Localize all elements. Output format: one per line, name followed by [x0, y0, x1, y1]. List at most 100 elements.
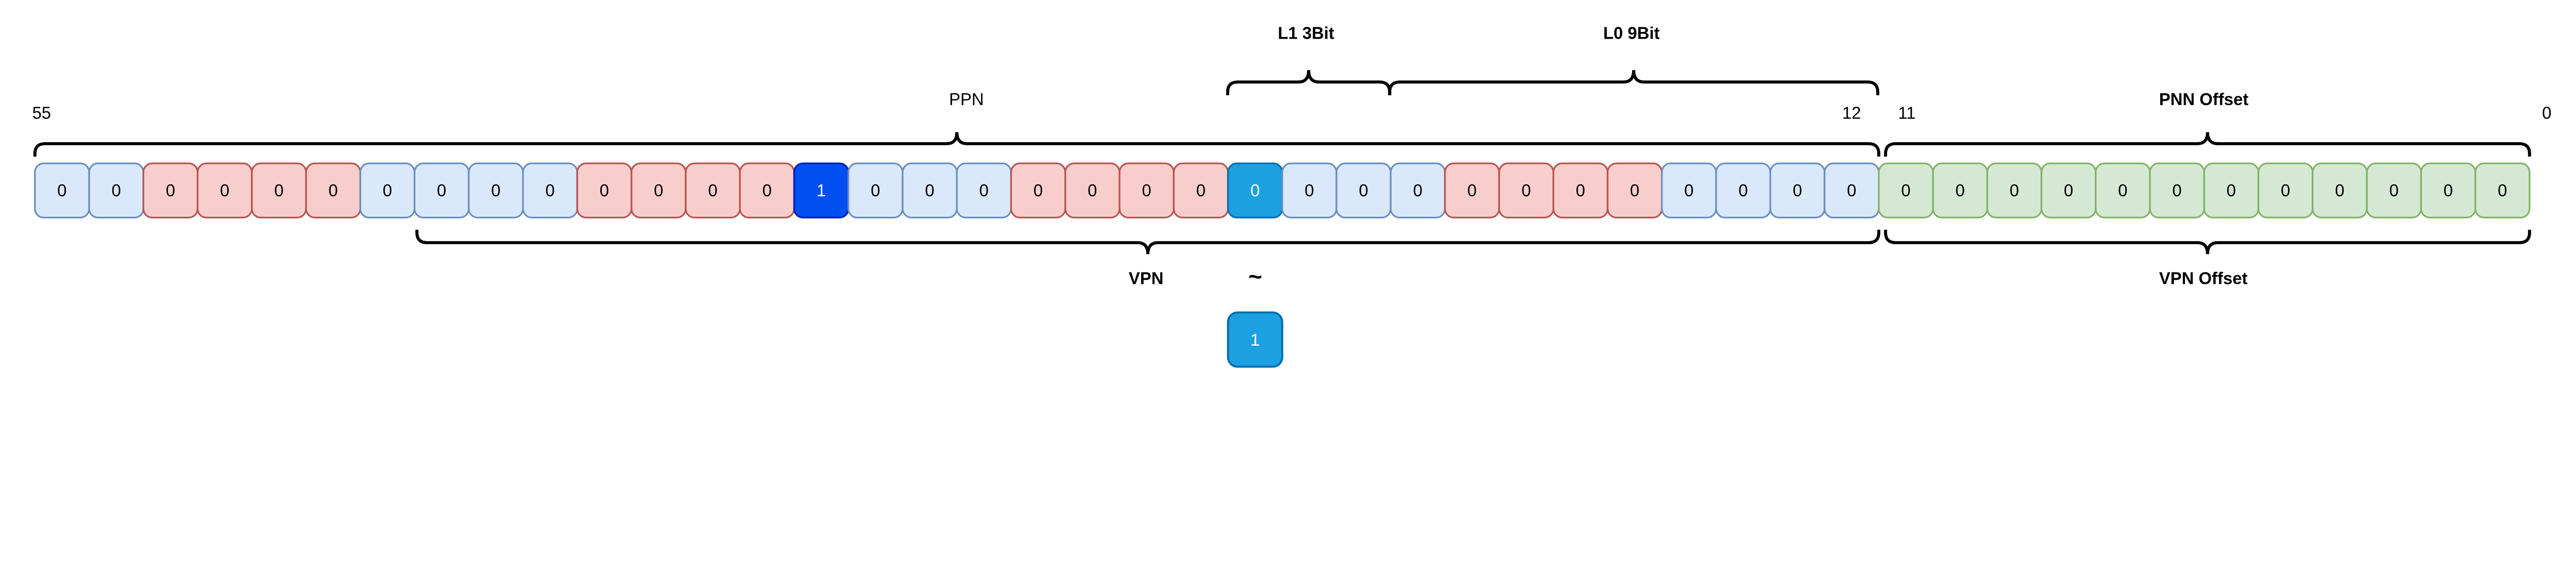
pnn-offset-brace — [1884, 132, 2531, 157]
bit-value: 0 — [1033, 181, 1043, 200]
bit-value: 0 — [1738, 181, 1748, 200]
not-operator: ~ — [1248, 263, 1262, 290]
bit-value: 0 — [1413, 181, 1422, 200]
bit-value: 0 — [57, 181, 66, 200]
bit-index-11: 11 — [1898, 103, 1916, 122]
vpn-brace — [415, 230, 1880, 254]
bit-cell: 0 — [1444, 162, 1500, 219]
bit-value: 0 — [1304, 181, 1314, 200]
bit-value: 0 — [2227, 181, 2236, 200]
bit-cell: 0 — [2257, 162, 2314, 219]
vpn-offset-label: VPN Offset — [2159, 268, 2248, 287]
l1-brace — [1226, 70, 1392, 95]
ppn-brace — [33, 132, 1880, 157]
bit-cell: 0 — [1552, 162, 1609, 219]
l0-brace — [1388, 70, 1879, 95]
bit-index-0: 0 — [2542, 103, 2551, 122]
bit-value: 0 — [1196, 181, 1206, 200]
bit-cell: 0 — [1932, 162, 1988, 219]
bit-cell: 0 — [1823, 162, 1880, 219]
bit-value: 0 — [2281, 181, 2290, 200]
bit-cell: 0 — [1606, 162, 1663, 219]
bit-cell: 0 — [1010, 162, 1066, 219]
bit-value: 1 — [817, 181, 826, 200]
ppn-label: PPN — [949, 90, 984, 109]
bit-value: 0 — [2064, 181, 2073, 200]
bit-cell: 0 — [2312, 162, 2368, 219]
bit-cell: 0 — [359, 162, 416, 219]
bit-value: 0 — [166, 181, 175, 200]
bit-cell: 0 — [2366, 162, 2422, 219]
bit-cell: 0 — [2474, 162, 2531, 219]
bit-index-12: 12 — [1842, 103, 1861, 122]
bit-cell: 0 — [2040, 162, 2097, 219]
bit-value: 0 — [2335, 181, 2344, 200]
bit-value: 0 — [1521, 181, 1531, 200]
bit-value: 0 — [2444, 181, 2453, 200]
bit-cell: 0 — [2203, 162, 2260, 219]
vpn-offset-brace — [1884, 230, 2531, 254]
bit-cell: 1 — [793, 162, 850, 219]
bit-cell: 0 — [1389, 162, 1446, 219]
bit-cell: 0 — [88, 162, 144, 219]
bit-cell: 0 — [902, 162, 958, 219]
bit-cell: 0 — [196, 162, 253, 219]
bit-cell: 0 — [1227, 162, 1283, 219]
bit-cell: 0 — [1660, 162, 1717, 219]
l1-label: L1 3Bit — [1278, 24, 1334, 43]
result-bit-box — [1227, 311, 1283, 368]
bit-cell: 0 — [1986, 162, 2043, 219]
bit-cell: 0 — [576, 162, 633, 219]
bit-cell: 0 — [956, 162, 1012, 219]
bit-cell: 0 — [142, 162, 199, 219]
bit-value: 0 — [600, 181, 609, 200]
bit-cell: 0 — [1498, 162, 1554, 219]
braces — [33, 70, 2531, 254]
bit-cell: 0 — [685, 162, 741, 219]
bit-value: 0 — [1359, 181, 1368, 200]
bit-cell: 0 — [522, 162, 579, 219]
bit-value: 0 — [274, 181, 283, 200]
bit-cell: 0 — [1769, 162, 1826, 219]
bit-value: 0 — [2118, 181, 2127, 200]
bit-value: 0 — [491, 181, 500, 200]
bit-value: 0 — [2172, 181, 2181, 200]
bit-value: 0 — [762, 181, 772, 200]
pnn-offset-label: PNN Offset — [2159, 90, 2249, 109]
bit-value: 0 — [1088, 181, 1097, 200]
bit-value: 0 — [925, 181, 934, 200]
bit-cell: 0 — [2095, 162, 2151, 219]
bit-value: 0 — [437, 181, 446, 200]
bit-value: 0 — [1142, 181, 1151, 200]
bit-cell: 0 — [2149, 162, 2205, 219]
bit-value: 0 — [1901, 181, 1910, 200]
bit-cell: 0 — [1335, 162, 1392, 219]
bit-cell: 0 — [413, 162, 470, 219]
bit-value: 0 — [1847, 181, 1856, 200]
bit-value: 0 — [654, 181, 663, 200]
bit-value: 0 — [2498, 181, 2507, 200]
bit-value: 0 — [220, 181, 229, 200]
bit-value: 0 — [1955, 181, 1964, 200]
bit-value: 0 — [383, 181, 392, 200]
bit-value: 0 — [328, 181, 337, 200]
bit-cell: 0 — [1715, 162, 1771, 219]
bit-value: 0 — [2389, 181, 2398, 200]
bit-cell: 0 — [1878, 162, 1934, 219]
bit-value: 0 — [708, 181, 717, 200]
bit-value: 0 — [871, 181, 880, 200]
vpn-label: VPN — [1129, 268, 1164, 287]
bit-value: 0 — [1467, 181, 1477, 200]
bit-cell: 0 — [1064, 162, 1121, 219]
result-bit-cell: 1 — [1227, 311, 1283, 368]
bit-cell: 0 — [1281, 162, 1337, 219]
bit-value: 0 — [2010, 181, 2019, 200]
bit-cell: 0 — [631, 162, 687, 219]
bit-value: 0 — [546, 181, 555, 200]
bit-cell: 0 — [34, 162, 90, 219]
result-bit-value: 1 — [1250, 330, 1260, 349]
bit-value: 0 — [1684, 181, 1693, 200]
